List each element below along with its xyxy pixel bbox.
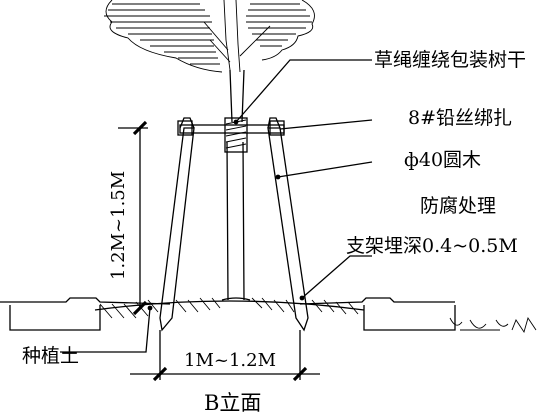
tree-trunk xyxy=(221,69,251,301)
label-wire-tie: 8#铅丝绑扎 xyxy=(408,107,512,129)
label-soil: 种植土 xyxy=(22,345,79,367)
support-pole-right xyxy=(267,117,309,332)
straw-wrap-band xyxy=(224,117,248,153)
label-anticorrosion: 防腐处理 xyxy=(420,195,496,217)
label-burial-depth: 支架埋深0.4~0.5M xyxy=(346,235,518,257)
support-pole-left xyxy=(159,117,195,332)
label-pole-diameter: ф40圆木 xyxy=(404,149,481,171)
label-straw-wrap: 草绳缠绕包装树干 xyxy=(374,49,526,71)
label-height-dim: 1.2M~1.5M xyxy=(108,171,129,280)
width-dimension xyxy=(130,330,320,382)
view-title: B立面 xyxy=(204,391,261,415)
height-dimension xyxy=(118,120,148,316)
leader-lines xyxy=(60,59,373,353)
ground-section xyxy=(0,297,537,334)
tree-crown xyxy=(104,0,315,73)
label-width-dim: 1M~1.2M xyxy=(184,350,276,371)
